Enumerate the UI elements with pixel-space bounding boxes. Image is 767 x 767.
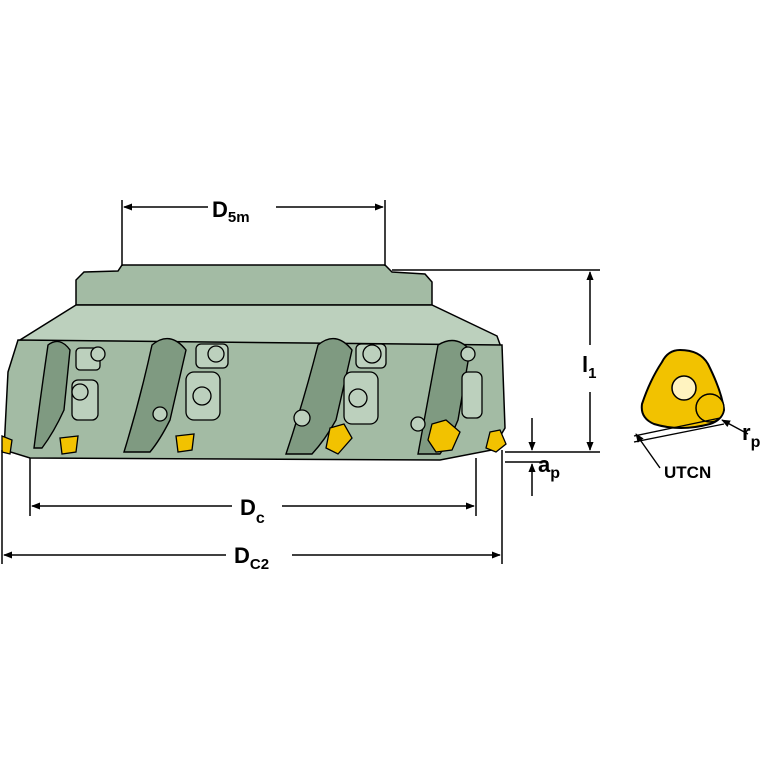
screw-4 bbox=[192, 386, 212, 406]
cutter-hub bbox=[75, 264, 433, 306]
utcn-ref-line-1 bbox=[633, 417, 721, 437]
label-d5m: D5m bbox=[212, 197, 250, 226]
insert-5 bbox=[427, 419, 461, 453]
insert-detail bbox=[633, 348, 749, 469]
cutter-inserts bbox=[1, 419, 507, 455]
screw-2 bbox=[71, 383, 89, 401]
label-rp: rp bbox=[742, 420, 761, 451]
label-ap: ap bbox=[538, 452, 560, 482]
screws bbox=[71, 344, 476, 432]
insert-1 bbox=[1, 435, 13, 455]
utcn-leader bbox=[635, 433, 661, 469]
label-l1: l1 bbox=[582, 352, 596, 382]
screw-6 bbox=[362, 344, 382, 364]
insert-6 bbox=[485, 429, 507, 453]
screw-8 bbox=[293, 409, 311, 427]
insert-2 bbox=[59, 435, 79, 455]
flute-1 bbox=[33, 340, 71, 449]
label-utcn: UTCN bbox=[664, 463, 711, 482]
insert-detail-corner bbox=[695, 393, 725, 423]
wedge-4 bbox=[461, 371, 483, 419]
screw-7 bbox=[348, 388, 368, 408]
flute-2 bbox=[123, 337, 187, 453]
dimension-labels: D5m l1 ap Dc DC2 rp UTCN bbox=[212, 197, 761, 573]
label-dc2: DC2 bbox=[234, 543, 269, 573]
screw-10 bbox=[410, 416, 426, 432]
rp-leader bbox=[721, 419, 749, 435]
screw-9 bbox=[460, 346, 476, 362]
screw-3 bbox=[207, 345, 225, 363]
dimension-lines bbox=[1, 200, 600, 564]
screw-1 bbox=[90, 346, 106, 362]
insert-3 bbox=[175, 433, 195, 453]
insert-4 bbox=[325, 423, 353, 455]
utcn-ref-line-2 bbox=[633, 423, 725, 443]
insert-detail-hole bbox=[671, 375, 697, 401]
cutter-body bbox=[3, 264, 506, 461]
screw-5 bbox=[152, 406, 168, 422]
label-dc: Dc bbox=[240, 495, 265, 527]
